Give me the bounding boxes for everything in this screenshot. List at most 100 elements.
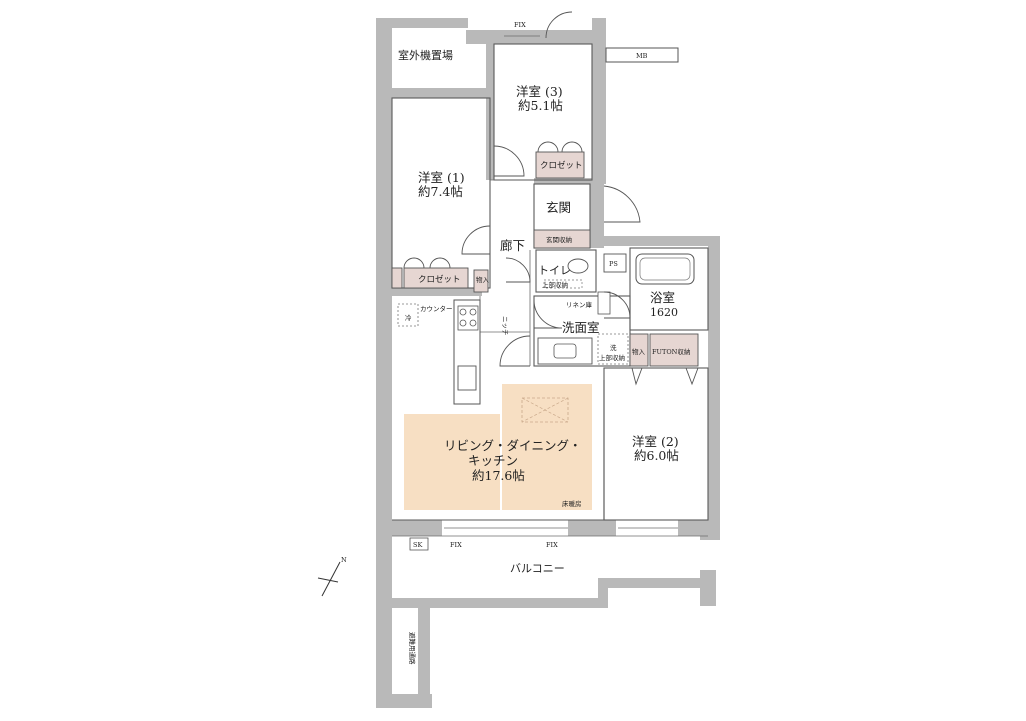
closet-room1-folding-doors (403, 257, 451, 269)
ldk-door-swing (499, 335, 531, 367)
bathtub-icon (635, 253, 695, 285)
north-arrow-cross (317, 577, 339, 583)
room1-name: 洋室 (1) (418, 170, 465, 185)
doors (403, 11, 699, 529)
east-exterior-wall (708, 236, 720, 528)
storage-room1-box (473, 269, 489, 293)
ldk-name-line2: キッチン (468, 453, 518, 468)
linen-shelf-label: リネン庫 (566, 300, 593, 309)
bath-size: 1620 (650, 306, 678, 319)
upper-storage-wash-label: 上部収納 (599, 353, 625, 362)
evacuation-path-east-wall (418, 600, 430, 708)
washroom-outline (533, 295, 631, 367)
fixtures (537, 253, 695, 365)
burner-4-icon (469, 319, 477, 327)
bath-north-wall (604, 236, 720, 246)
north-arrow-shaft (321, 561, 341, 597)
niche-label: ニッチ (501, 316, 509, 336)
toilet-upper-storage-box (543, 279, 583, 289)
storage-wash-label: 物入 (632, 347, 646, 356)
walls (376, 18, 720, 708)
ldk-name-line1: リビング・ダイニング・ (444, 438, 582, 453)
north-exterior-wall (466, 30, 606, 44)
fix-top-label: FIX (514, 21, 526, 29)
floor-heating-right (502, 384, 592, 510)
futon-storage-box (649, 333, 699, 367)
balcony-east-wall (700, 570, 716, 606)
storage-room1-label: 物入 (476, 275, 490, 284)
toilet-door-swing (505, 257, 531, 283)
floor-heating-left (404, 414, 500, 510)
bath-name: 浴室 (650, 290, 675, 305)
balcony-south-wall (392, 598, 608, 608)
toilet-bowl-icon (567, 258, 589, 274)
counter-label: カウンター (420, 304, 453, 313)
room1-door-swing (461, 225, 491, 255)
room1-north-wall (392, 88, 492, 98)
room2-name: 洋室 (2) (632, 434, 679, 449)
burner-1-icon (459, 308, 467, 316)
fix-bottom-left-label: FIX (450, 541, 462, 549)
room2-south-wall (678, 520, 708, 536)
entrance-storage-box (533, 229, 591, 249)
outdoor-unit-top-wall (376, 18, 468, 28)
room3-window-door (545, 11, 573, 39)
refrigerator-mark: 冷 (405, 313, 412, 322)
labels: 室外機置場 FIX MB 洋室 (3) 約5.1帖 クロゼット 洋室 (1) 約… (398, 21, 690, 665)
toilet-outline (535, 249, 597, 293)
west-exterior-wall (376, 18, 392, 708)
mb-box (605, 47, 679, 63)
closet-room3-label: クロゼット (540, 160, 583, 171)
north-arrow: N (317, 556, 347, 597)
entrance-label: 玄関 (546, 200, 571, 215)
north-parapet (592, 18, 606, 48)
kitchen-sink-icon (457, 365, 477, 391)
room1-south-wall (392, 288, 482, 296)
linen-shelf-box (597, 291, 611, 315)
washer-mark: 洗 (610, 343, 617, 352)
hallway-label: 廊下 (500, 238, 525, 253)
washer-space (597, 333, 629, 365)
ldk-south-wall-left (392, 520, 442, 536)
entrance-storage-label: 玄関収納 (546, 235, 572, 244)
room3-door-swing (493, 145, 525, 177)
burner-3-icon (459, 319, 467, 327)
closet-room1-small-box (391, 267, 403, 289)
washroom-door-swing (533, 299, 563, 329)
ldk-south-wall-right (568, 520, 616, 536)
futon-storage-label: FUTON収納 (652, 347, 690, 356)
ceiling-fixture-mark (521, 397, 569, 423)
entrance-east-wall (590, 180, 604, 248)
ps-label: PS (609, 260, 618, 268)
balcony-label: バルコニー (510, 562, 565, 575)
closet-room3-folding-doors (537, 141, 583, 153)
sk-box (409, 537, 429, 551)
bath-door-swing (603, 291, 631, 319)
floor-heating (404, 384, 592, 510)
storage (391, 151, 699, 367)
room2-size: 約6.0帖 (634, 448, 679, 463)
cooktop (457, 305, 479, 331)
balcony-south-wall-step (598, 578, 702, 588)
mb-label: MB (636, 52, 648, 60)
room3-outline (493, 43, 593, 181)
burner-2-icon (469, 308, 477, 316)
washbasin-icon (553, 343, 577, 359)
evacuation-path-label: 避難用通路 (408, 632, 417, 665)
sk-label: SK (413, 541, 422, 549)
washroom-label: 洗面室 (562, 320, 600, 335)
outdoor-unit-label: 室外機置場 (398, 48, 453, 62)
room3-size: 約5.1帖 (518, 98, 563, 113)
room3-name: 洋室 (3) (516, 84, 563, 99)
toilet-label: トイレ (538, 264, 571, 277)
closet-room3-box (535, 151, 585, 179)
fix-bottom-right-label: FIX (546, 541, 558, 549)
entrance-north-wall (534, 178, 604, 184)
bath-outline (629, 247, 709, 331)
refrigerator-space (397, 303, 419, 327)
bathtub-inner (639, 257, 691, 281)
ps-box (603, 253, 627, 273)
room3-east-wall (592, 44, 606, 184)
floor-heating-label: 床暖房 (562, 499, 582, 508)
toilet-upper-storage-label: 上部収納 (542, 280, 568, 289)
